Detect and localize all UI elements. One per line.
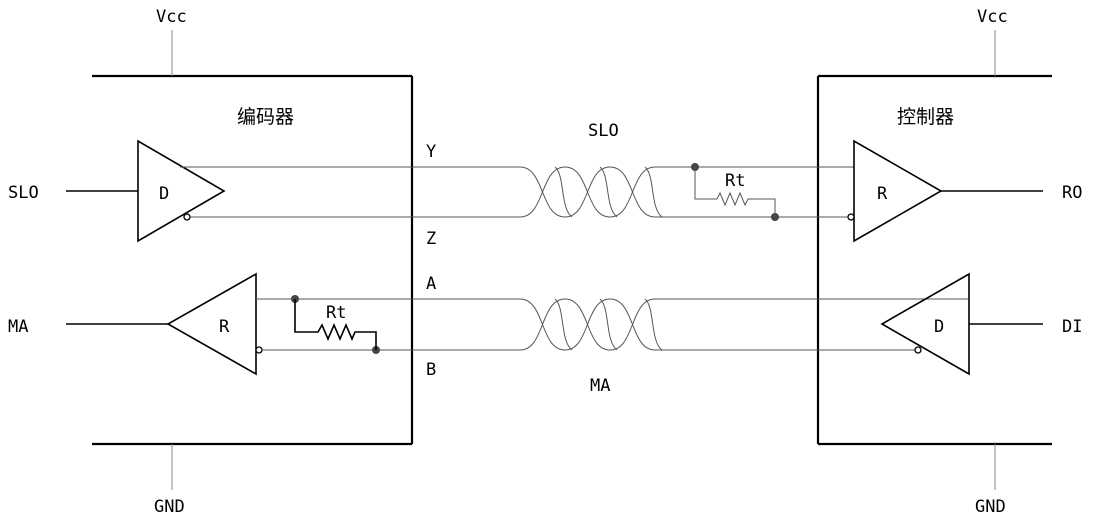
controller-rt-resistor	[694, 167, 776, 217]
controller-rt-label: Rt	[725, 171, 745, 191]
encoder-receiver-triangle	[166, 272, 257, 376]
pin-a-label: A	[426, 274, 436, 294]
encoder-block: Vcc GND 编码器 D SLO R MA Rt	[8, 7, 414, 517]
controller-receiver-invert-bubble	[847, 213, 855, 221]
slo-twisted-pair: SLO	[412, 121, 680, 218]
controller-title: 控制器	[897, 106, 954, 128]
controller-driver-invert-bubble	[914, 346, 922, 354]
controller-receiver-label: R	[877, 184, 888, 204]
encoder-driver-triangle	[137, 139, 226, 243]
ma-twist	[519, 298, 680, 351]
controller-block: Vcc GND 控制器 R RO Rt D DI	[680, 7, 1082, 517]
pin-y-label: Y	[426, 142, 436, 162]
slo-twist	[519, 166, 680, 218]
slo-cable-label: SLO	[588, 121, 619, 141]
ma-cable-label: MA	[590, 376, 610, 396]
encoder-rt-label: Rt	[326, 303, 346, 323]
pin-z-label: Z	[426, 229, 436, 249]
encoder-receiver-invert-bubble	[255, 346, 263, 354]
controller-gnd-label: GND	[975, 497, 1006, 517]
encoder-gnd-label: GND	[154, 497, 185, 517]
di-input-label: DI	[1062, 317, 1082, 337]
ma-output-label: MA	[8, 317, 28, 337]
encoder-title: 编码器	[237, 106, 294, 128]
pin-b-label: B	[426, 360, 436, 380]
controller-driver-label: D	[934, 317, 944, 337]
slo-input-label: SLO	[8, 183, 39, 203]
controller-driver-triangle	[880, 272, 970, 376]
encoder-rt-resistor	[294, 299, 377, 350]
encoder-driver-invert-bubble	[183, 213, 191, 221]
ma-twisted-pair: MA	[412, 298, 680, 396]
encoder-driver-label: D	[159, 184, 169, 204]
encoder-receiver-label: R	[219, 317, 230, 337]
ro-output-label: RO	[1062, 183, 1082, 203]
controller-vcc-label: Vcc	[977, 7, 1008, 27]
encoder-vcc-label: Vcc	[156, 7, 187, 27]
controller-receiver-triangle	[853, 139, 943, 243]
